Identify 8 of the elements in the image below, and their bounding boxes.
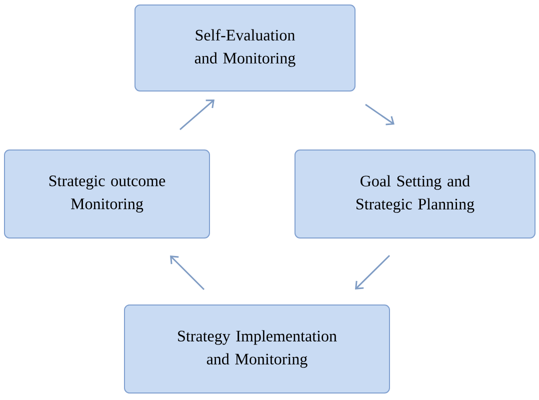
arrow xyxy=(365,104,394,126)
arrow xyxy=(180,100,214,130)
arrow xyxy=(355,254,390,290)
process-box: Strategic outcome Monitoring xyxy=(4,150,210,238)
process-box: Self-Evaluation and Monitoring xyxy=(134,4,356,92)
process-box: Goal Setting and Strategic Planning xyxy=(294,150,536,238)
arrow xyxy=(170,256,205,290)
process-box: Strategy Implementation and Monitoring xyxy=(124,304,390,394)
